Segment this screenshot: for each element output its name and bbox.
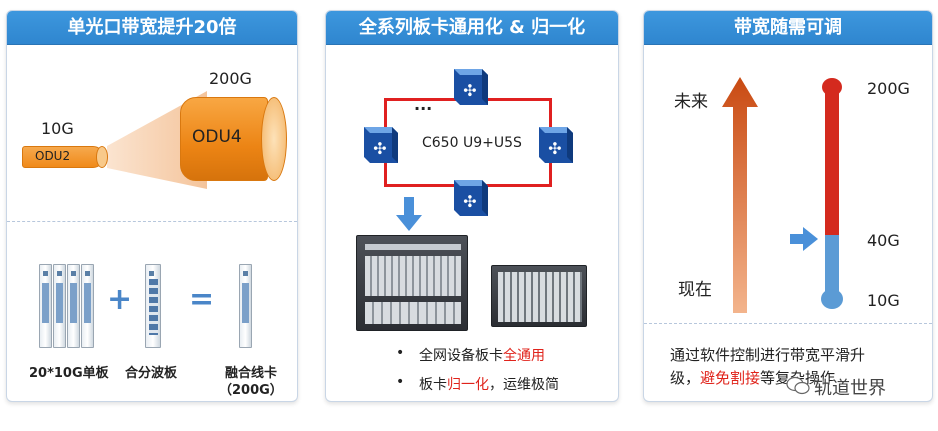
odu4-tube [180, 97, 268, 181]
bullet-normalized: 板卡归一化，运维极简 [419, 377, 559, 393]
desc-line1: 通过软件控制进行带宽平滑升 [670, 346, 866, 364]
item-label-linecard-rate: （200G） [219, 383, 283, 398]
item-label-linecard: 融合线卡 [225, 366, 278, 381]
router-icon: ✣ [539, 127, 573, 163]
rate-40g: 40G [867, 231, 900, 250]
board-icon [81, 264, 94, 348]
platform-label: C650 U9+U5S [422, 135, 522, 151]
board-icon [67, 264, 80, 348]
item-label-mux: 合分波板 [125, 366, 178, 381]
panel-title: 带宽随需可调 [644, 11, 932, 45]
panel-bandwidth-boost: 单光口带宽提升20倍 200G 10G ODU2 ODU4 + = 20*10G… [6, 10, 298, 402]
rate-10g: 10G [867, 291, 900, 310]
divider [644, 323, 932, 324]
router-icon: ✣ [454, 180, 488, 216]
divider [7, 221, 297, 222]
odu2-label: ODU2 [35, 149, 71, 163]
bullet-mark: • [396, 374, 405, 390]
plus-sign: + [107, 282, 133, 317]
wechat-icon [786, 376, 810, 396]
panel-on-demand-bandwidth: 带宽随需可调 未来 现在 200G 40G 10G 通过软件控制进行带宽平滑升 … [643, 10, 933, 402]
router-icon: ✣ [364, 127, 398, 163]
router-icon: ✣ [454, 69, 488, 105]
odu4-label: ODU4 [192, 127, 242, 147]
big-tube-rate: 200G [209, 69, 252, 88]
u5s-chassis-image [491, 265, 587, 327]
ring-ellipsis: ... [414, 95, 433, 114]
svg-text:✣: ✣ [463, 192, 476, 211]
panel-title: 全系列板卡通用化 & 归一化 [326, 11, 618, 45]
svg-text:✣: ✣ [373, 139, 386, 158]
board-icon [53, 264, 66, 348]
item-label-boards: 20*10G单板 [29, 366, 109, 381]
down-arrow-icon [396, 197, 422, 231]
svg-text:✣: ✣ [548, 139, 561, 158]
small-tube-rate: 10G [41, 119, 74, 138]
desc-line2: 级，避免割接等复杂操作 [670, 369, 835, 387]
rate-200g: 200G [867, 79, 910, 98]
mux-board-icon [145, 264, 161, 348]
bullet-universal: 全网设备板卡全通用 [419, 348, 545, 364]
bullet-mark: • [396, 345, 405, 361]
bandwidth-gauge [821, 78, 843, 309]
watermark-text: 轨道世界 [814, 378, 886, 399]
future-label: 未来 [674, 92, 708, 112]
level-pointer-icon [790, 227, 818, 251]
line-card-icon [239, 264, 252, 348]
panel-title: 单光口带宽提升20倍 [7, 11, 297, 45]
odu2-tube-end [96, 146, 108, 168]
now-label: 现在 [678, 280, 712, 300]
svg-text:✣: ✣ [463, 81, 476, 100]
board-icon [39, 264, 52, 348]
odu4-tube-end [261, 97, 287, 181]
equals-sign: = [189, 282, 215, 317]
panel-card-unification: 全系列板卡通用化 & 归一化 ✣ ✣ ✣ ✣ ... C650 U9+U5S [325, 10, 619, 402]
c650-chassis-image [356, 235, 468, 331]
time-arrow-icon [722, 77, 758, 313]
